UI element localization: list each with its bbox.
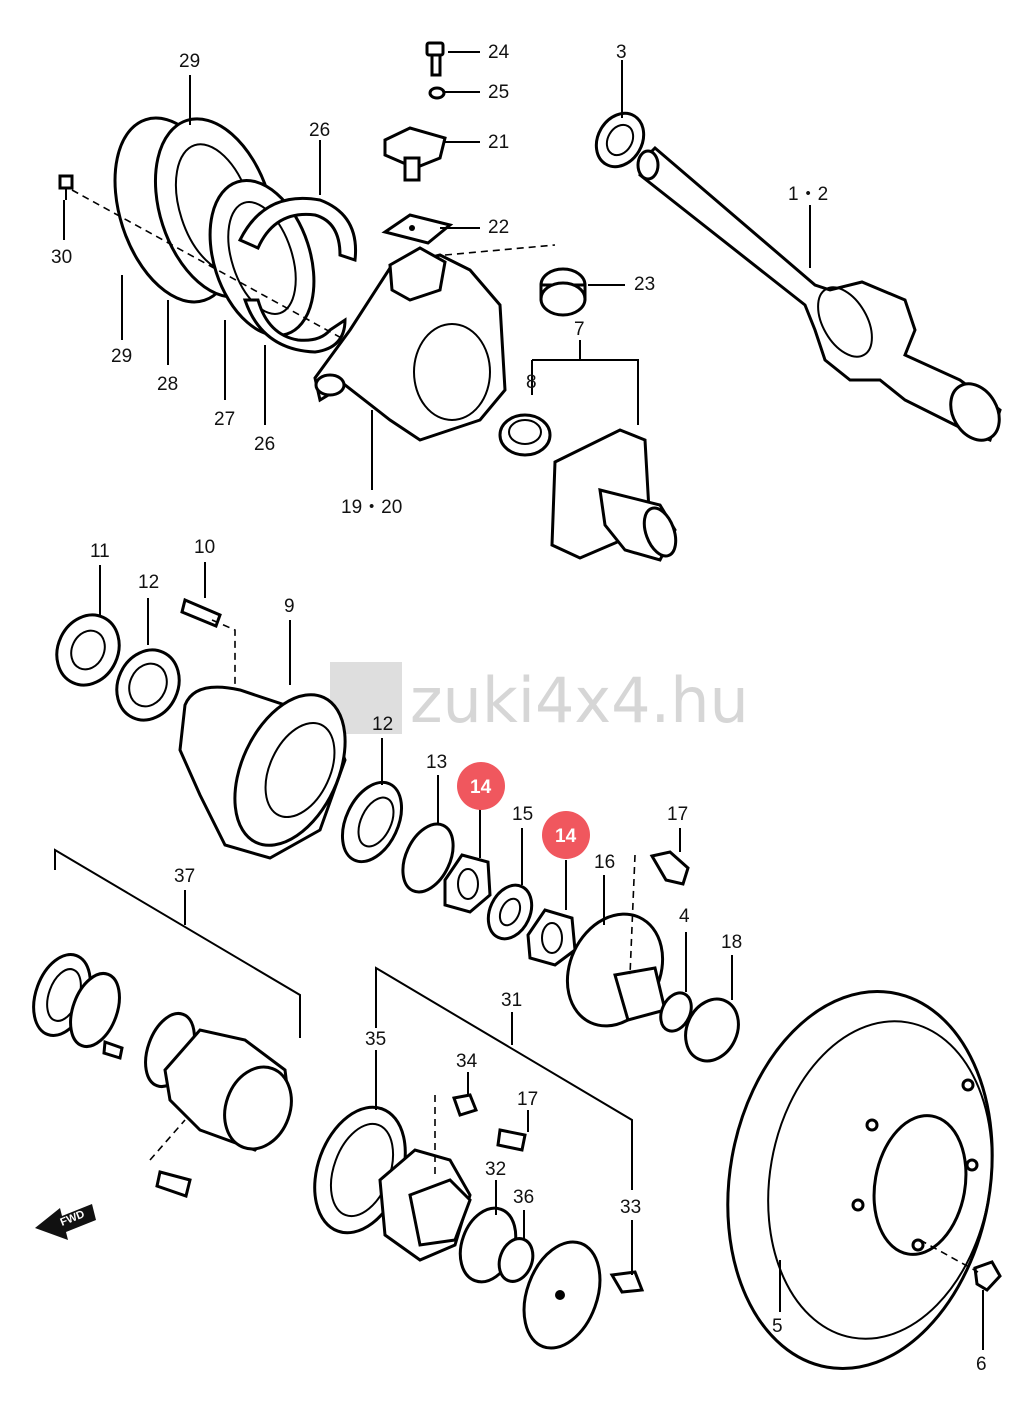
- oil-seal-stack: [58, 116, 358, 354]
- hub-bolt: [180, 597, 222, 628]
- callout-1-2[interactable]: 1・2: [788, 184, 828, 205]
- callout-12-a[interactable]: 12: [138, 572, 159, 593]
- callout-14-b[interactable]: 14: [555, 826, 577, 847]
- kingpin-assembly: [381, 41, 454, 245]
- callout-35[interactable]: 35: [365, 1029, 386, 1050]
- callout-14-a[interactable]: 14: [470, 777, 492, 798]
- callout-8[interactable]: 8: [526, 372, 537, 393]
- callout-19-20[interactable]: 19・20: [341, 497, 402, 518]
- drive-flange: [565, 912, 667, 1028]
- callout-15[interactable]: 15: [512, 804, 533, 825]
- brake-drum: [726, 990, 994, 1370]
- callout-26-b[interactable]: 26: [254, 434, 275, 455]
- callout-34[interactable]: 34: [456, 1051, 478, 1072]
- wheel-hub: [178, 685, 347, 860]
- drum-screw: [973, 1260, 1002, 1292]
- forward-arrow-icon: FWD: [35, 1204, 96, 1240]
- steering-knuckle: [313, 246, 507, 442]
- oil-seal-3: [594, 111, 646, 169]
- watermark-text: zuki4x4.hu: [410, 664, 749, 737]
- callout-23[interactable]: 23: [634, 274, 655, 295]
- callout-27[interactable]: 27: [214, 409, 235, 430]
- callout-31[interactable]: 31: [501, 990, 522, 1011]
- highlight-circle-14-a[interactable]: [457, 762, 505, 810]
- callout-37[interactable]: 37: [174, 866, 195, 887]
- callout-26-a[interactable]: 26: [309, 120, 330, 141]
- callout-9[interactable]: 9: [284, 596, 295, 617]
- callout-21[interactable]: 21: [488, 132, 509, 153]
- callout-4[interactable]: 4: [679, 906, 690, 927]
- hub-seal-and-bearing: [55, 613, 181, 722]
- callout-17-b[interactable]: 17: [517, 1089, 538, 1110]
- watermark: zuki4x4.hu: [330, 662, 749, 737]
- bearing-and-snap-ring: [340, 780, 455, 894]
- callout-22[interactable]: 22: [488, 217, 509, 238]
- circlip-and-cap: [659, 991, 740, 1063]
- free-wheeling-hub-37: [32, 953, 293, 1198]
- callout-13[interactable]: 13: [426, 752, 447, 773]
- callout-29-b[interactable]: 29: [111, 346, 132, 367]
- lock-nuts-and-washer: [443, 853, 577, 967]
- leader-lines: [54, 51, 984, 1350]
- callout-32[interactable]: 32: [485, 1159, 506, 1180]
- highlight-circle-14-b[interactable]: [542, 811, 590, 859]
- bushing-8: [498, 413, 552, 457]
- callout-30[interactable]: 30: [51, 247, 72, 268]
- callout-24[interactable]: 24: [488, 42, 510, 63]
- wheel-spindle: [550, 428, 678, 562]
- callout-5[interactable]: 5: [772, 1316, 783, 1337]
- callout-labels: 1・2 3 4 5 6 7 8 9 10 11 12 12 13 14 15 1…: [51, 42, 987, 1375]
- callout-6[interactable]: 6: [976, 1354, 987, 1375]
- bearing-23: [539, 267, 587, 317]
- callout-10[interactable]: 10: [194, 537, 215, 558]
- flange-bolt: [649, 850, 690, 886]
- callout-3[interactable]: 3: [616, 42, 627, 63]
- callout-28[interactable]: 28: [157, 374, 178, 395]
- callout-36[interactable]: 36: [513, 1187, 534, 1208]
- callout-25[interactable]: 25: [488, 82, 509, 103]
- callout-18[interactable]: 18: [721, 932, 742, 953]
- callout-17-a[interactable]: 17: [667, 804, 688, 825]
- locking-hub-31: [313, 1093, 645, 1350]
- callout-11[interactable]: 11: [90, 541, 110, 562]
- callout-12-b[interactable]: 12: [372, 714, 393, 735]
- axle-shaft: [636, 145, 1002, 442]
- callout-33[interactable]: 33: [620, 1197, 641, 1218]
- callout-16[interactable]: 16: [594, 852, 615, 873]
- callout-29-a[interactable]: 29: [179, 51, 200, 72]
- callout-7[interactable]: 7: [574, 319, 585, 340]
- dashed-guides: [71, 189, 979, 1273]
